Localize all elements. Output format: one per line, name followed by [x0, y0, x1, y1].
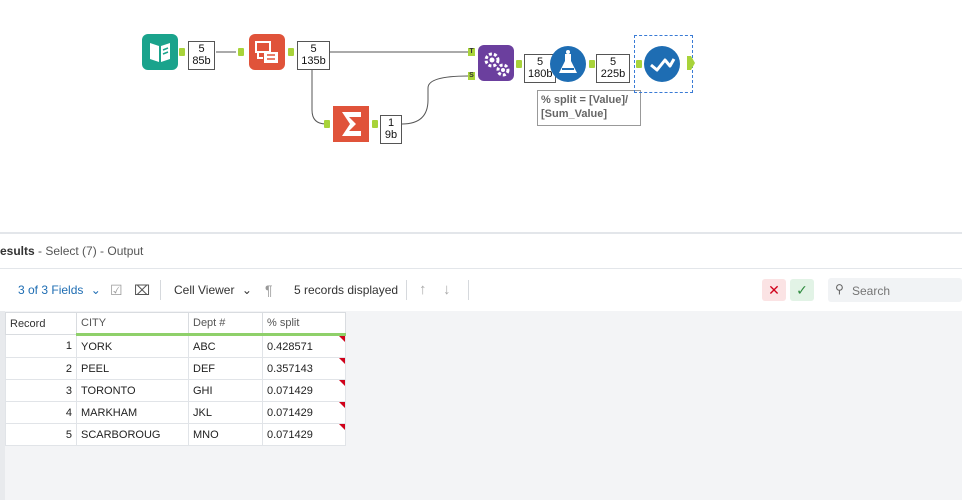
filter-clear-button[interactable]: ✕ [762, 279, 786, 301]
gears-icon [484, 52, 510, 77]
toolbar-separator [468, 280, 469, 300]
browse-output-arrow-icon [687, 56, 695, 70]
fields-dropdown[interactable]: 3 of 3 Fields ⌄ [18, 269, 101, 311]
table-row[interactable]: 5 SCARBOROUG MNO 0.071429 [5, 423, 346, 446]
results-header: esults - Select (7) - Output [0, 234, 962, 268]
record-cell: 2 [5, 357, 77, 380]
data-flag-icon [339, 380, 345, 386]
column-header-record[interactable]: Record [5, 312, 77, 335]
records-displayed-text: 5 records displayed [294, 283, 399, 297]
table-row[interactable]: 2 PEEL DEF 0.357143 [5, 357, 346, 380]
results-grid-area: Record CITY Dept # % split 1 YORK ABC 0.… [0, 311, 962, 500]
table-row[interactable]: 1 YORK ABC 0.428571 [5, 334, 346, 358]
column-header-split[interactable]: % split [262, 312, 346, 336]
connection-lines [216, 51, 556, 125]
data-flag-icon [339, 358, 345, 364]
table-row[interactable]: 4 MARKHAM JKL 0.071429 [5, 401, 346, 424]
browse-input-anchor[interactable] [636, 60, 642, 68]
results-table[interactable]: Record CITY Dept # % split 1 YORK ABC 0.… [5, 312, 346, 446]
toolbar-separator [160, 280, 161, 300]
browse-tool[interactable] [644, 46, 680, 82]
split-cell: 0.071429 [262, 401, 346, 424]
chevron-down-icon: ⌄ [90, 283, 101, 297]
summarize-output-anchor[interactable] [372, 120, 378, 128]
fields-dropdown-label: 3 of 3 Fields [18, 283, 84, 297]
chevron-down-icon: ⌄ [241, 283, 252, 297]
table-row[interactable]: 3 TORONTO GHI 0.071429 [5, 379, 346, 402]
split-cell: 0.071429 [262, 379, 346, 402]
city-cell: YORK [76, 334, 189, 358]
data-flag-icon [339, 424, 345, 430]
grid-left-strip [0, 311, 5, 500]
dept-cell: DEF [188, 357, 263, 380]
append-target-anchor[interactable]: T [468, 48, 475, 56]
select-columns-icon [255, 41, 278, 63]
results-title: esults [0, 244, 35, 258]
toolbar-separator [406, 280, 407, 300]
cell-viewer-label: Cell Viewer [174, 283, 235, 297]
city-cell: MARKHAM [76, 401, 189, 424]
summarize-input-anchor[interactable] [324, 120, 330, 128]
search-box[interactable]: ⚲ [828, 278, 962, 302]
arrow-down-icon[interactable]: ↓ [443, 281, 451, 298]
formula-output-anchor[interactable] [589, 60, 595, 68]
summarize-tool[interactable] [333, 106, 369, 142]
split-cell: 0.071429 [262, 423, 346, 446]
city-cell: SCARBOROUG [76, 423, 189, 446]
sigma-icon [342, 112, 361, 136]
search-input[interactable] [850, 281, 960, 301]
select-tool[interactable] [249, 34, 285, 70]
append-output-anchor[interactable] [516, 60, 522, 68]
select-input-anchor[interactable] [238, 48, 244, 56]
search-icon: ⚲ [835, 282, 844, 296]
edit-fields-icon[interactable]: ☑ [110, 282, 123, 298]
dept-cell: ABC [188, 334, 263, 358]
append-fields-tool[interactable] [478, 45, 514, 81]
book-icon [150, 43, 170, 62]
table-header-row: Record CITY Dept # % split [5, 312, 346, 336]
results-toolbar: 3 of 3 Fields ⌄ ☑ ⌧ Cell Viewer ⌄ ¶ 5 re… [0, 268, 962, 312]
data-flag-icon [339, 402, 345, 408]
pane-divider[interactable] [0, 232, 962, 234]
cell-viewer-dropdown[interactable]: Cell Viewer ⌄ [174, 269, 252, 311]
arrow-up-icon[interactable]: ↑ [419, 281, 427, 298]
column-header-city[interactable]: CITY [76, 312, 189, 336]
flask-icon [559, 50, 577, 73]
input-data-tool[interactable] [142, 34, 178, 70]
results-subtitle: - Select (7) - Output [34, 244, 144, 258]
city-cell: PEEL [76, 357, 189, 380]
pilcrow-icon[interactable]: ¶ [265, 282, 273, 298]
data-flag-icon [339, 336, 345, 342]
column-header-dept[interactable]: Dept # [188, 312, 263, 336]
record-cell: 5 [5, 423, 77, 446]
append-source-anchor[interactable]: S [468, 72, 475, 80]
formula-tool[interactable] [550, 46, 586, 82]
check-icon: ✓ [796, 282, 808, 298]
input-output-anchor[interactable] [179, 48, 185, 56]
record-cell: 1 [5, 334, 77, 358]
dept-cell: GHI [188, 379, 263, 402]
record-cell: 4 [5, 401, 77, 424]
split-cell: 0.357143 [262, 357, 346, 380]
city-cell: TORONTO [76, 379, 189, 402]
record-cell: 3 [5, 379, 77, 402]
browse-tool-selection[interactable] [634, 35, 695, 93]
select-output-anchor[interactable] [288, 48, 294, 56]
dept-cell: MNO [188, 423, 263, 446]
filter-apply-button[interactable]: ✓ [790, 279, 814, 301]
dept-cell: JKL [188, 401, 263, 424]
formula-annotation: % split = [Value]/ [Sum_Value] [537, 90, 641, 126]
checkmark-icon [650, 58, 676, 72]
close-icon: ✕ [768, 282, 780, 298]
deselect-fields-icon[interactable]: ⌧ [134, 282, 151, 298]
split-cell: 0.428571 [262, 334, 346, 358]
